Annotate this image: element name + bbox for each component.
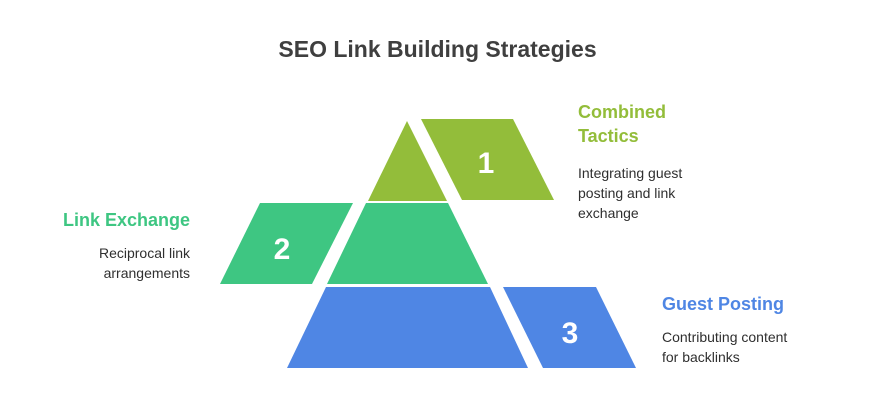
pyramid-level-2 xyxy=(327,203,488,284)
step-1-desc-line-3: exchange xyxy=(578,205,639,221)
step-3-desc-line-1: Contributing content xyxy=(662,329,788,345)
step-3-title: Guest Posting xyxy=(662,294,785,314)
step-3-desc-line-2: for backlinks xyxy=(662,349,740,365)
step-2-desc-line-1: Reciprocal link xyxy=(98,245,190,261)
step-1-description: Integrating guest posting and link excha… xyxy=(578,163,682,223)
tab-level-2 xyxy=(220,203,353,284)
pyramid-level-3 xyxy=(287,287,528,368)
step-1-title: Combined Tactics xyxy=(578,100,666,148)
step-number-3: 3 xyxy=(562,317,579,350)
step-1-title-line-2: Tactics xyxy=(578,126,639,146)
step-2-description: Reciprocal link arrangements xyxy=(99,243,190,283)
diagram-title: SEO Link Building Strategies xyxy=(278,36,597,62)
pyramid-level-1 xyxy=(368,121,447,201)
step-1-title-line-1: Combined xyxy=(578,102,666,122)
step-2-desc-line-2: arrangements xyxy=(103,265,190,281)
tab-level-1 xyxy=(421,119,554,200)
step-3-description: Contributing content for backlinks xyxy=(662,327,787,367)
step-2-title: Link Exchange xyxy=(62,210,190,230)
step-1-desc-line-2: posting and link xyxy=(578,185,676,201)
step-1-desc-line-1: Integrating guest xyxy=(578,165,683,181)
step-number-2: 2 xyxy=(274,233,291,266)
step-number-1: 1 xyxy=(478,147,495,180)
tab-level-3 xyxy=(503,287,636,368)
